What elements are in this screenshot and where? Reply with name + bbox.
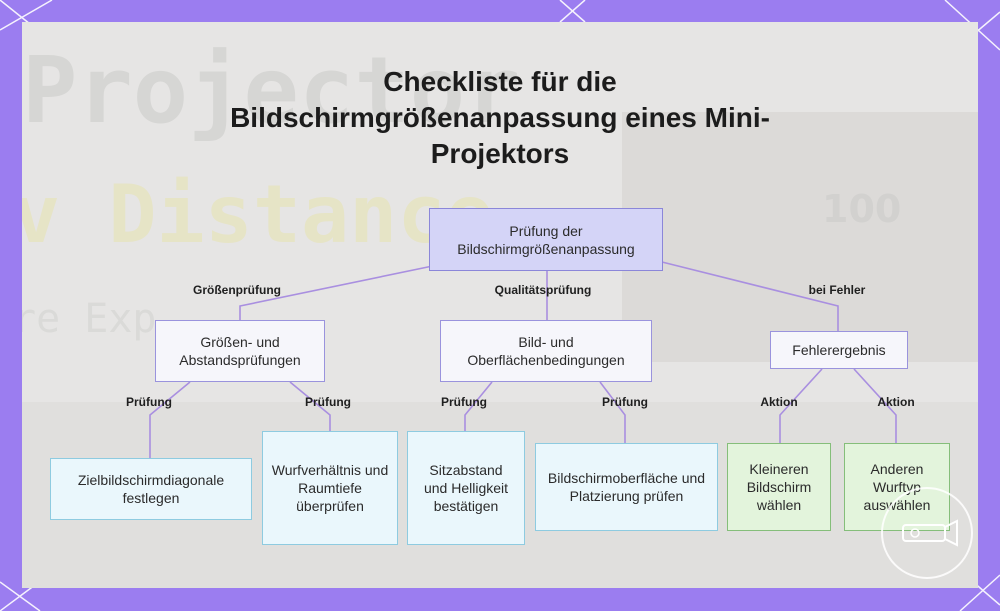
node-screen-diagonal-label: Zielbildschirmdiagonale festlegen: [77, 472, 225, 506]
node-screen-surface-label: Bildschirmoberfläche und Platzierung prü…: [547, 470, 706, 504]
link-quality-surface: [599, 381, 626, 443]
edge-label-quality: Qualitätsprüfung: [494, 283, 592, 297]
node-size-check: Größen- und Abstandsprüfungen: [155, 320, 325, 382]
edge-label-action-1: Aktion: [760, 395, 798, 409]
node-quality-check-label: Bild- und Oberflächenbedingungen: [467, 334, 625, 368]
edge-label-check-1: Prüfung: [126, 395, 172, 409]
node-throw-ratio: Wurfverhältnis und Raumtiefe überprüfen: [262, 431, 398, 545]
edge-label-check-2: Prüfung: [305, 395, 351, 409]
link-root-size: [239, 261, 453, 320]
node-screen-diagonal: Zielbildschirmdiagonale festlegen: [50, 458, 252, 520]
edge-label-action-2: Aktion: [877, 395, 915, 409]
node-error-result: Fehlerergebnis: [770, 331, 908, 369]
node-smaller-screen-label: Kleineren Bildschirm wählen: [746, 461, 812, 513]
link-error-other: [853, 368, 897, 443]
connector-lines: [149, 261, 897, 458]
node-throw-ratio-label: Wurfverhältnis und Raumtiefe überprüfen: [271, 462, 389, 514]
edge-label-size: Größenprüfung: [193, 283, 281, 297]
edge-label-error: bei Fehler: [808, 283, 866, 297]
node-size-check-label: Größen- und Abstandsprüfungen: [179, 334, 301, 368]
link-error-smaller: [779, 368, 823, 443]
bg-text-line3: re Exp: [22, 296, 157, 342]
diagram-title: Checkliste für die Bildschirmgrößenanpas…: [230, 66, 770, 169]
node-seat-distance: Sitzabstand und Helligkeit bestätigen: [407, 431, 525, 545]
link-root-error: [661, 261, 839, 331]
node-root: Prüfung der Bildschirmgrößenanpassung: [429, 208, 663, 271]
link-size-diagonal: [149, 381, 191, 458]
projector-icon: [902, 519, 958, 547]
bg-number: 100: [822, 187, 901, 231]
link-size-throw: [289, 381, 331, 431]
link-quality-seat: [464, 381, 493, 431]
edge-label-check-4: Prüfung: [602, 395, 648, 409]
watermark-logo: [881, 487, 973, 579]
bg-text-line1: Projector: [22, 37, 521, 144]
bg-text-line2: v Distance: [22, 168, 494, 261]
edge-label-check-3: Prüfung: [441, 395, 487, 409]
node-error-result-label: Fehlerergebnis: [792, 342, 886, 358]
diagram-card: Projector v Distance re Exp 100 Checklis…: [22, 22, 978, 588]
node-screen-surface: Bildschirmoberfläche und Platzierung prü…: [535, 443, 718, 531]
node-smaller-screen: Kleineren Bildschirm wählen: [727, 443, 831, 531]
node-root-label: Prüfung der Bildschirmgrößenanpassung: [457, 222, 635, 257]
node-quality-check: Bild- und Oberflächenbedingungen: [440, 320, 652, 382]
node-seat-distance-label: Sitzabstand und Helligkeit bestätigen: [423, 462, 509, 514]
